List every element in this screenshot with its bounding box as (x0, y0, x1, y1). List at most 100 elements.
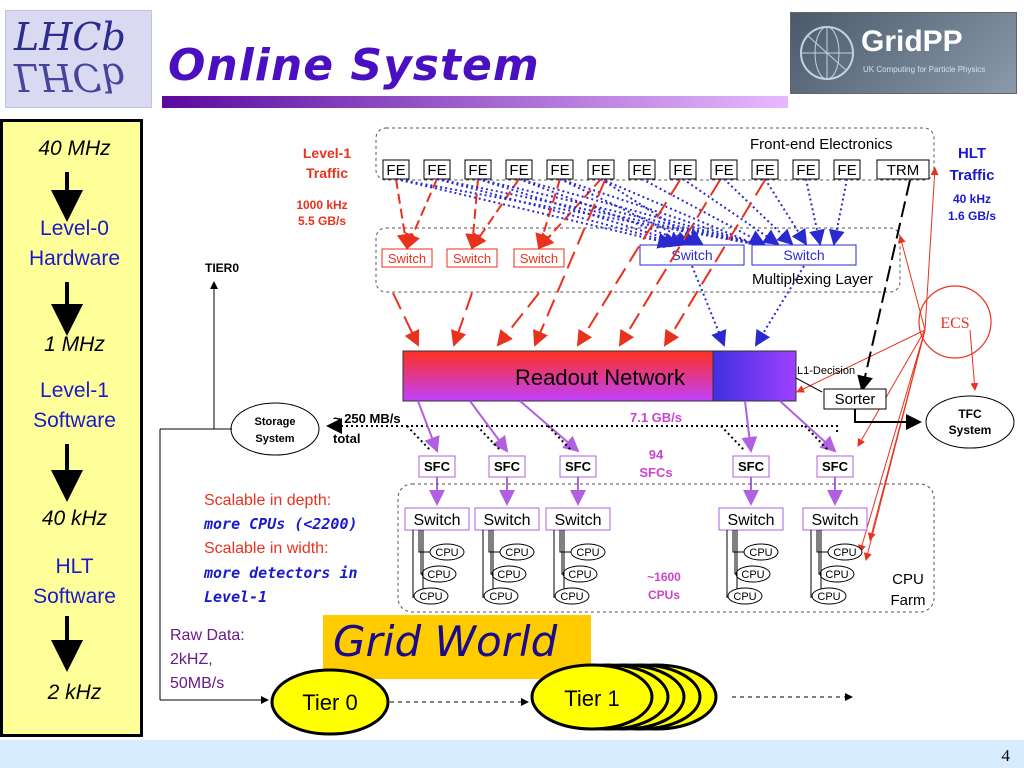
readout-network-hlt-part (712, 350, 797, 402)
gridpp-logo: GridPP UK Computing for Particle Physics (790, 12, 1017, 94)
readout-input-arrow (533, 179, 606, 347)
grid-globe-icon (800, 26, 854, 80)
cpu-link (816, 530, 829, 553)
hardware-label: Hardware (28, 247, 121, 270)
fe-label: FE (509, 162, 528, 179)
lhcb-logo-text: LHCb (14, 15, 126, 59)
cpu-node (499, 543, 535, 561)
cpu-node (570, 543, 606, 561)
page-title: Online System (168, 40, 540, 91)
trm-to-sorter-line (857, 179, 911, 392)
sfc-storage-link (720, 425, 746, 452)
scalable-depth-label: Scalable in depth: (204, 492, 331, 509)
fe-label: FE (550, 162, 569, 179)
readout-to-sfc-arrow (741, 400, 758, 453)
cpu-node (429, 543, 465, 561)
software-label-2: Software (33, 585, 116, 608)
cpu-label: CPU (435, 547, 458, 559)
trigger-levels-panel: 40 MHz Level-0 Hardware 1 MHz Level-1 So… (0, 119, 143, 737)
cpu-label: CPU (833, 547, 856, 559)
hlt-traffic-label-a: HLT (958, 145, 986, 162)
hlt-traffic-line (723, 178, 794, 246)
raw-data-label-b: 2kHZ, (170, 651, 213, 668)
tier1-stack: Tier 1 (530, 663, 718, 731)
level1-label: Level-1 (40, 379, 109, 402)
hlt-readout-arrow (754, 265, 805, 347)
hlt-traffic-line (559, 178, 755, 245)
cpu-label: CPU (733, 591, 756, 603)
sorter-to-tfc-arrow (854, 409, 922, 430)
cpu-node (735, 565, 771, 583)
readout-input-arrow (663, 179, 766, 347)
sfc-label: SFC (822, 459, 849, 474)
more-cpus-label: more CPUs (<2200) (203, 515, 358, 533)
rate-40mhz: 40 MHz (38, 137, 111, 160)
cpu-label: CPU (749, 547, 772, 559)
frontend-label: Front-end Electronics (750, 136, 893, 153)
fe-label: FE (796, 162, 815, 179)
hlt-switch-label: Switch (783, 247, 824, 263)
readout-bandwidth: 7.1 GB/s (630, 410, 682, 425)
storage-to-tier0-arrow (210, 281, 232, 430)
storage-label-b: System (255, 433, 294, 445)
level1-traffic-line (470, 178, 520, 250)
hlt-traffic-line (600, 178, 704, 246)
cpu-label: CPU (560, 591, 583, 603)
sfc-storage-link (406, 425, 432, 452)
hlt-traffic-line (828, 178, 848, 246)
hlt-traffic-line (641, 178, 766, 245)
fe-label: FE (591, 162, 610, 179)
readout-to-sfc-arrow (469, 400, 509, 453)
sfc-storage-link (547, 425, 573, 452)
level1-switch-label: Switch (453, 251, 491, 266)
cpu-label: CPU (817, 591, 840, 603)
sfc-count: 94 (649, 447, 664, 462)
ecs-control-line (897, 235, 926, 331)
cpu-label: CPU (741, 569, 764, 581)
multiplexing-layer-label: Multiplexing Layer (752, 271, 873, 288)
hlt-rate: 40 kHz (953, 192, 991, 206)
hlt-bandwidth: 1.6 GB/s (948, 209, 996, 223)
readout-input-arrow (496, 292, 540, 347)
cpu-node (743, 543, 779, 561)
cpu-label: CPU (497, 569, 520, 581)
sfc-label: SFC (565, 459, 592, 474)
fe-label: FE (386, 162, 405, 179)
cpu-node (483, 587, 519, 605)
farm-switch-box (474, 507, 540, 531)
more-detectors-label-a: more detectors in (203, 564, 358, 582)
hlt-traffic-label-b: Traffic (949, 167, 994, 184)
lhcb-logo: LHCb LHCb (5, 10, 152, 108)
fe-label: FE (755, 162, 774, 179)
hlt-label: HLT (55, 555, 94, 578)
title-underline (162, 96, 788, 108)
hlt-traffic-line (518, 178, 755, 245)
farm-switch-box (545, 507, 611, 531)
cpu-node (421, 565, 457, 583)
cpu-farm-group (397, 483, 935, 613)
page-number: 4 (1001, 746, 1011, 765)
cpu-farm-columns: SwitchCPUCPUCPUSwitchCPUCPUCPUSwitchCPUC… (404, 507, 868, 605)
cpu-label: CPU (505, 547, 528, 559)
readout-input-arrow (576, 179, 681, 347)
tfc-system-node (925, 395, 1015, 449)
trm-box (876, 159, 930, 180)
l1-decision-link (795, 377, 823, 393)
hlt-traffic-line (436, 178, 755, 245)
ecs-control-lines (796, 167, 979, 561)
gridpp-logo-subtitle: UK Computing for Particle Physics (863, 65, 986, 74)
cpu-label: CPU (427, 569, 450, 581)
readout-to-sfc-arrow (779, 400, 837, 453)
scalable-width-label: Scalable in width: (204, 540, 329, 557)
tier1-label: Tier 1 (564, 686, 619, 711)
farm-switch-box (802, 507, 868, 531)
sorter-label: Sorter (835, 391, 876, 408)
cpu-node (413, 587, 449, 605)
cpu-link (732, 530, 745, 553)
cpu-label: CPU (489, 591, 512, 603)
storage-system-node (230, 402, 320, 456)
level0-label: Level-0 (40, 217, 109, 240)
